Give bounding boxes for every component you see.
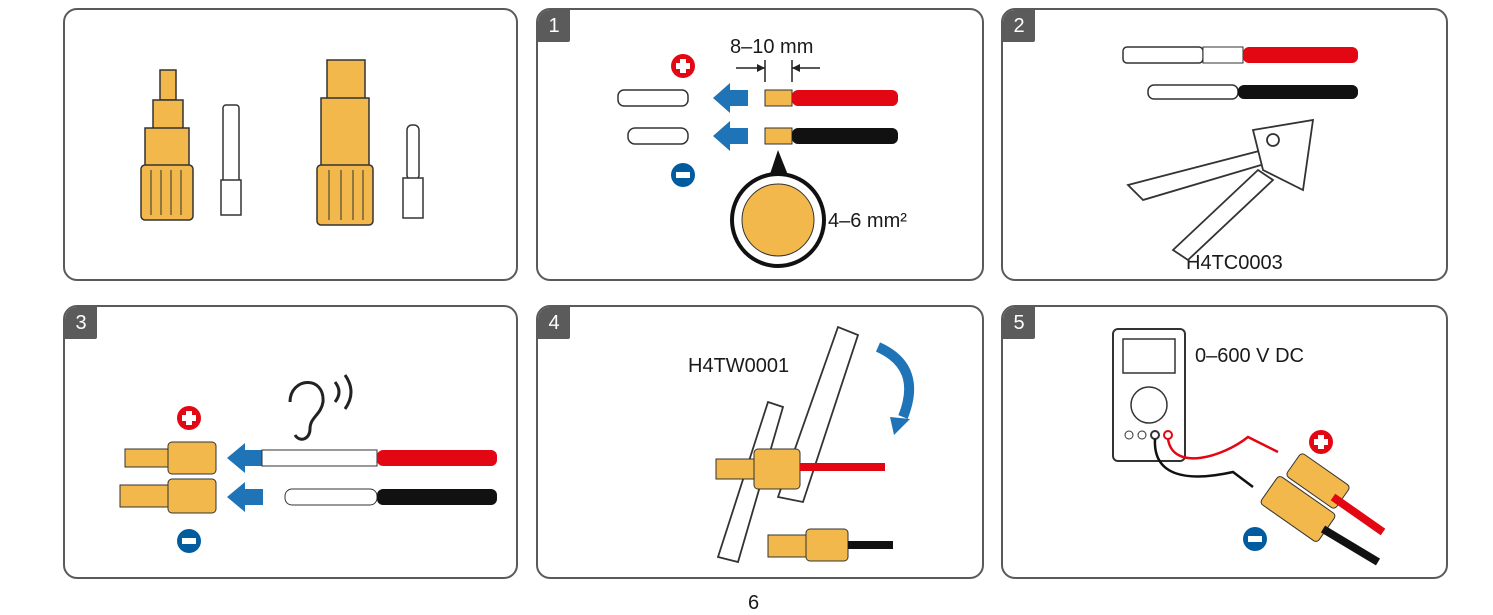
connector-components-illustration	[140, 59, 424, 226]
measure-voltage-illustration	[1112, 328, 1386, 566]
panel-step-5: 5 0–600 V DC	[1001, 305, 1448, 579]
plus-icon	[1309, 430, 1333, 454]
page-number: 6	[748, 592, 760, 614]
step-number: 3	[65, 307, 97, 339]
plus-icon	[177, 406, 201, 430]
panel-step-4: 4 H4TW0001	[536, 305, 984, 579]
cross-section-label: 4–6 mm²	[828, 210, 907, 232]
dimension-marker	[736, 60, 820, 82]
arrow-left-icon	[227, 482, 263, 512]
step-number: 2	[1003, 10, 1035, 42]
crimp-illustration	[1122, 46, 1358, 262]
ear-icon	[288, 374, 353, 441]
rotate-arrow-icon	[875, 342, 915, 419]
step-number: 1	[538, 10, 570, 42]
arrow-left-icon	[713, 121, 748, 151]
male-contact-icon	[627, 127, 689, 145]
female-connector-icon	[140, 69, 194, 221]
crimp-tool-icon	[1126, 118, 1315, 262]
metal-contact-female-icon	[220, 104, 242, 216]
open-wrench-icon	[716, 325, 860, 564]
strip-length-label: 8–10 mm	[730, 36, 814, 58]
tighten-nut-illustration	[715, 325, 915, 564]
voltage-label: 0–600 V DC	[1195, 345, 1304, 367]
metal-contact-male-icon	[402, 124, 424, 219]
wrench-tool-label: H4TW0001	[688, 355, 790, 377]
male-connector-icon	[316, 59, 374, 226]
arrow-left-icon	[713, 83, 748, 113]
minus-icon	[177, 529, 201, 553]
plus-icon	[671, 54, 695, 78]
arrow-left-icon	[227, 443, 263, 473]
insert-contact-illustration	[119, 374, 497, 553]
panel-step-3: 3	[63, 305, 518, 579]
step-number: 5	[1003, 307, 1035, 339]
multimeter-icon	[1112, 328, 1186, 462]
crimp-tool-label: H4TC0003	[1186, 252, 1283, 274]
minus-icon	[1243, 527, 1267, 551]
panel-step-2: 2 H4TC0003	[1001, 8, 1448, 281]
female-contact-icon	[617, 89, 689, 107]
panel-components	[63, 8, 518, 281]
step-number: 4	[538, 307, 570, 339]
strip-wire-illustration	[617, 54, 898, 268]
minus-icon	[671, 163, 695, 187]
panel-step-1: 1 8–10 mm 4–6 mm²	[536, 8, 984, 281]
